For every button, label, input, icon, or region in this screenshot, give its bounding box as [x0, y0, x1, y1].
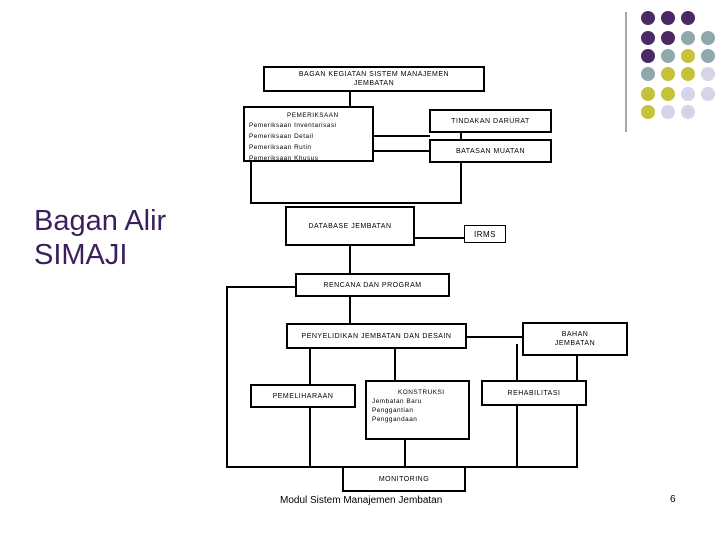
- slide-title-line-1: Bagan Alir: [34, 205, 167, 237]
- slide-title: Bagan Alir SIMAJI: [34, 204, 166, 272]
- construction-item: Penggantian: [372, 407, 414, 414]
- construction-box: KONSTRUKSI Jembatan Baru Penggantian Pen…: [365, 380, 470, 440]
- page-number: 6: [670, 494, 676, 505]
- dot-row-5: [641, 87, 715, 101]
- bridge-material-line-2: JEMBATAN: [554, 340, 596, 347]
- irms-label: IRMS: [474, 229, 496, 239]
- load-limit-label: BATASAN MUATAN: [455, 147, 526, 155]
- diagram-header-box: BAGAN KEGIATAN SISTEM MANAJEMEN JEMBATAN: [263, 66, 485, 92]
- slide-title-line-2: SIMAJI: [34, 239, 128, 271]
- dot-row-3: [641, 49, 715, 63]
- monitoring-box: MONITORING: [342, 466, 466, 492]
- diagram-header-line-1: BAGAN KEGIATAN SISTEM MANAJEMEN: [298, 71, 450, 78]
- plan-program-box: RENCANA DAN PROGRAM: [295, 273, 450, 297]
- emergency-action-label: TINDAKAN DARURAT: [451, 117, 530, 125]
- dot-row-1: [641, 11, 695, 25]
- investigation-design-box: PENYELIDIKAN JEMBATAN DAN DESAIN: [286, 323, 467, 349]
- inspection-title: PEMERIKSAAN: [287, 112, 339, 119]
- maintenance-box: PEMELIHARAAN: [250, 384, 356, 408]
- dot-row-4: [641, 67, 715, 81]
- dot-row-2: [641, 31, 715, 45]
- dot-row-6: [641, 105, 695, 119]
- inspection-item: Pemeriksaan Detail: [249, 133, 314, 140]
- bridge-database-box: DATABASE JEMBATAN: [285, 206, 415, 246]
- rehabilitation-label: REHABILITASI: [507, 389, 561, 397]
- irms-box: IRMS: [464, 225, 506, 243]
- construction-item: Jembatan Baru: [372, 398, 422, 405]
- inspection-item: Pemeriksaan Rutin: [249, 144, 312, 151]
- monitoring-label: MONITORING: [378, 475, 430, 483]
- construction-item: Penggandaan: [372, 416, 418, 423]
- construction-title: KONSTRUKSI: [398, 389, 445, 396]
- inspection-item: Pemeriksaan Inventarisasi: [249, 122, 337, 129]
- bridge-database-label: DATABASE JEMBATAN: [308, 222, 392, 230]
- bridge-material-box: BAHAN JEMBATAN: [522, 322, 628, 356]
- load-limit-box: BATASAN MUATAN: [429, 139, 552, 163]
- bridge-material-line-1: BAHAN: [561, 331, 589, 338]
- plan-program-label: RENCANA DAN PROGRAM: [323, 281, 422, 289]
- maintenance-label: PEMELIHARAAN: [272, 392, 334, 400]
- investigation-design-label: PENYELIDIKAN JEMBATAN DAN DESAIN: [301, 332, 452, 340]
- rehabilitation-box: REHABILITASI: [481, 380, 587, 406]
- diagram-header-line-2: JEMBATAN: [353, 80, 395, 87]
- slide-footer: Modul Sistem Manajemen Jembatan: [280, 495, 443, 506]
- inspection-item: Pemeriksaan Khusus: [249, 155, 319, 162]
- emergency-action-box: TINDAKAN DARURAT: [429, 109, 552, 133]
- inspection-box: PEMERIKSAAN Pemeriksaan Inventarisasi Pe…: [243, 106, 374, 162]
